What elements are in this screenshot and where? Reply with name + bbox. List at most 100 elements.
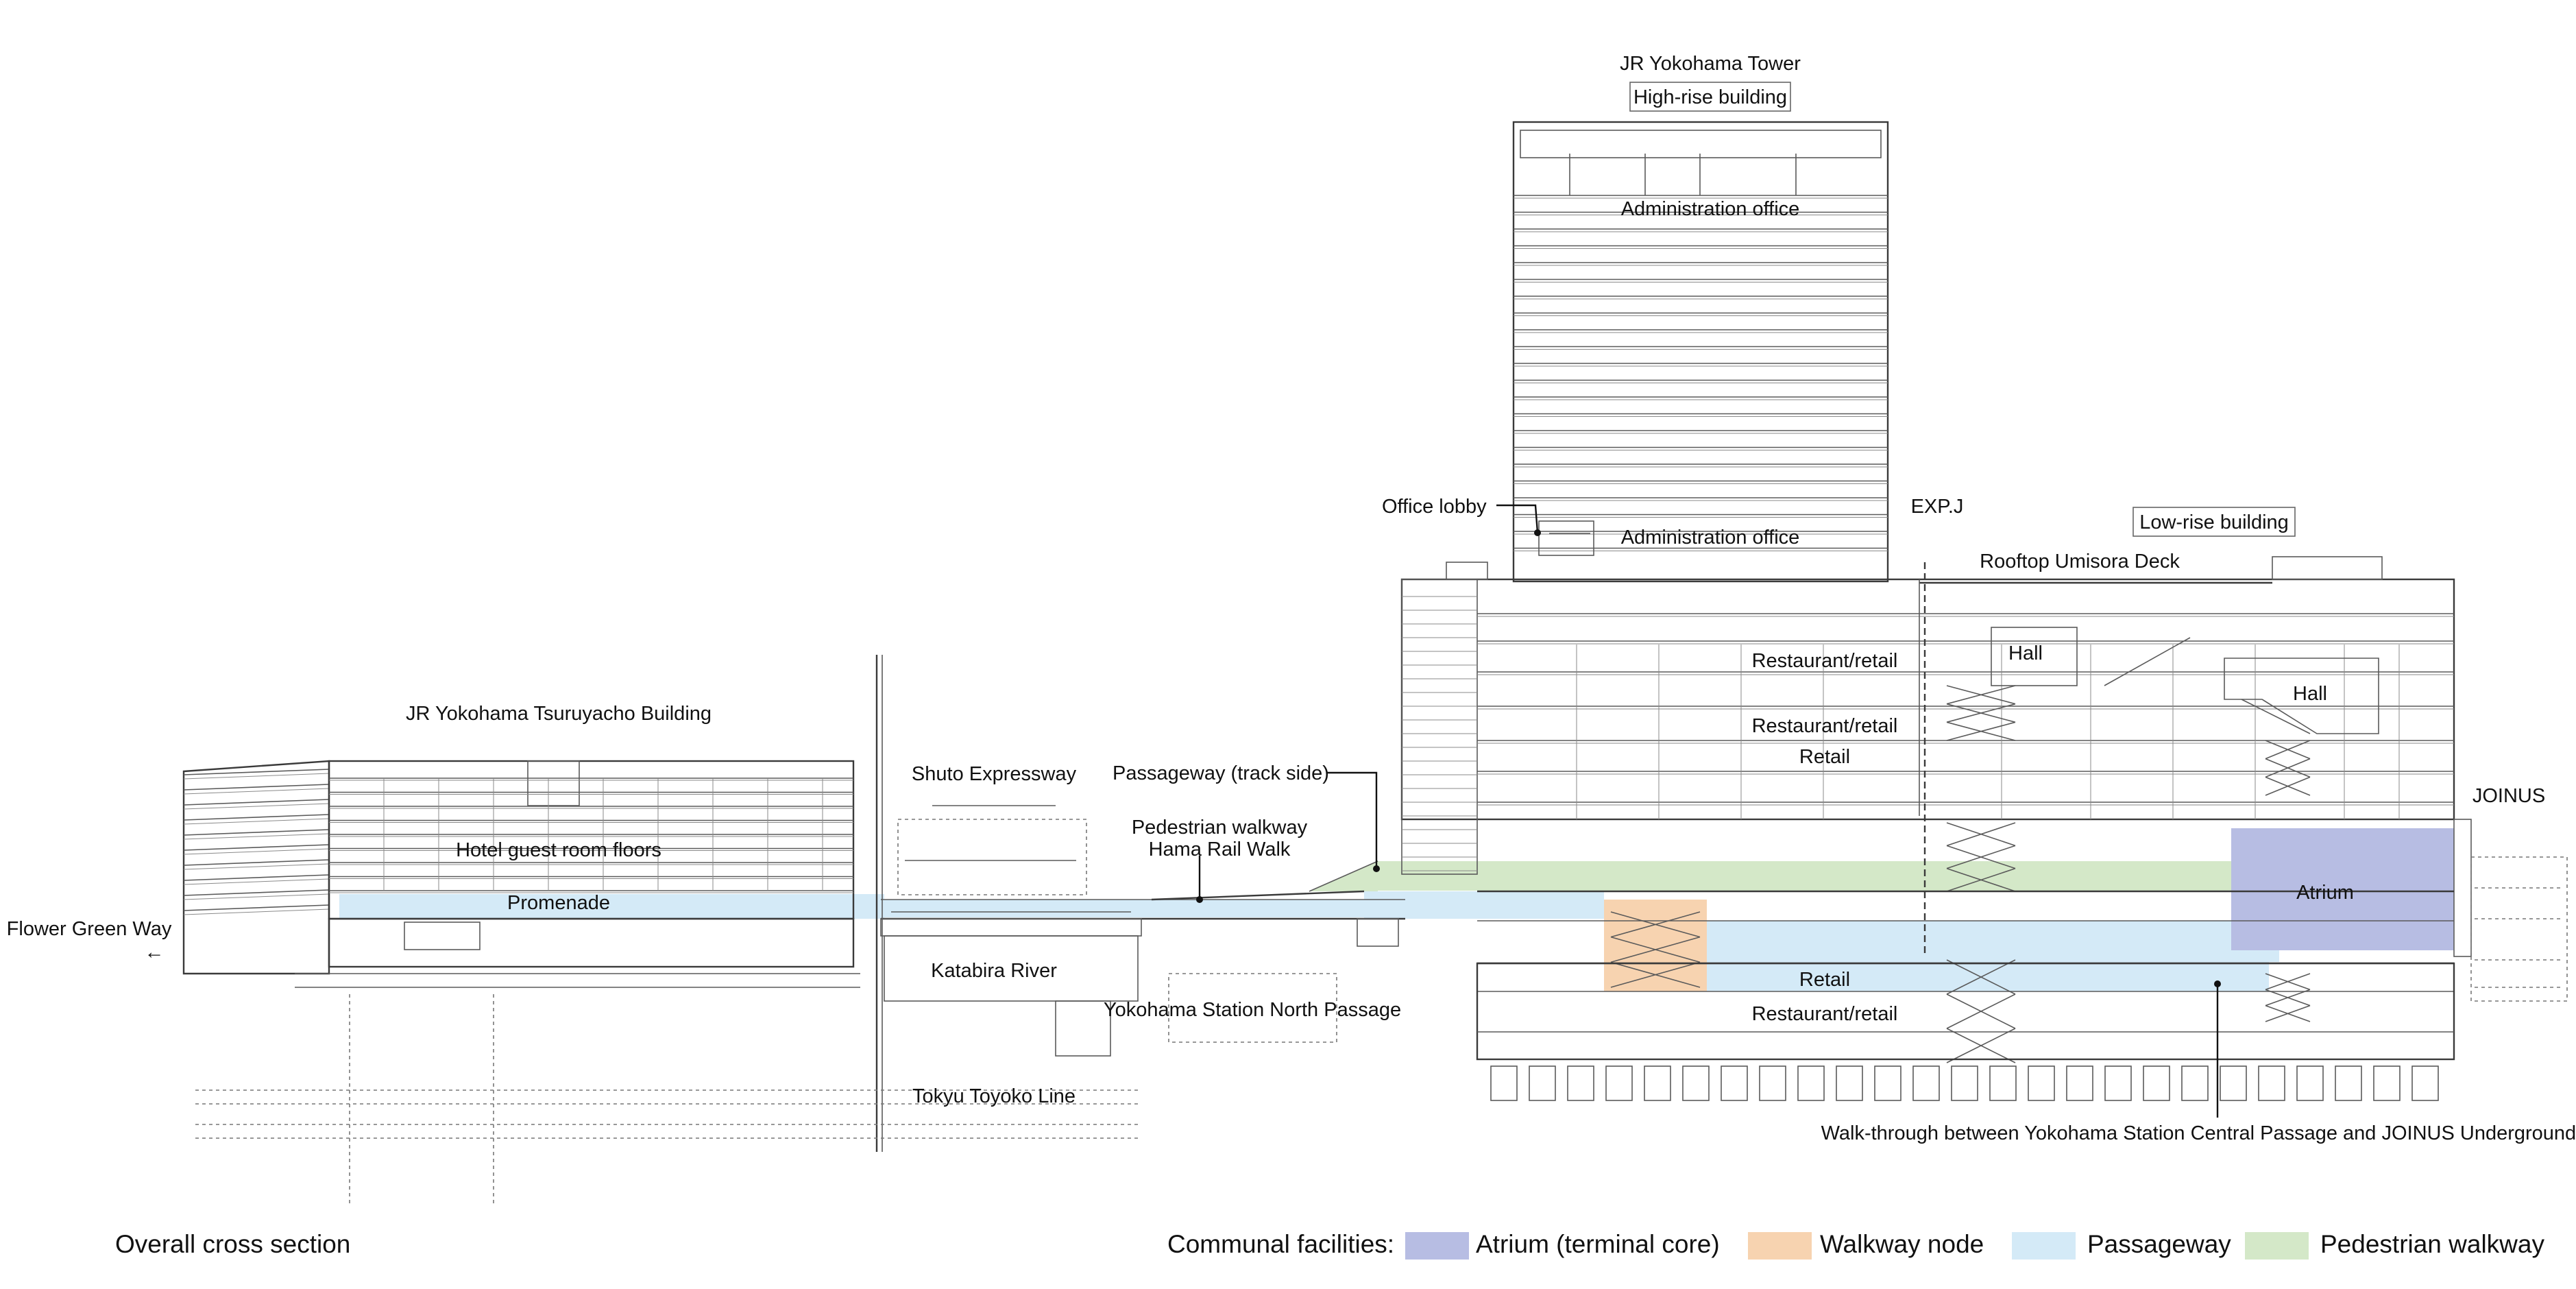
low-rise-building (1400, 556, 2568, 1063)
drawing-line (1946, 703, 2016, 723)
admin-office-bottom-label: Administration office (1621, 527, 1800, 549)
drawing-line (2265, 973, 2311, 991)
drawing-box (2104, 1065, 2132, 1101)
shuto-expressway-label: Shuto Expressway (912, 763, 1077, 785)
drawing-line (1946, 1028, 2016, 1063)
drawing-line (183, 773, 330, 780)
flower-green-way-arrow: ← (145, 941, 165, 963)
restaurant-retail-lower-label: Restaurant/retail (1752, 1003, 1898, 1025)
legend-label-pedestrian-walkway: Pedestrian walkway (2320, 1230, 2544, 1258)
drawing-line (183, 784, 330, 791)
diagram-title: Overall cross section (115, 1230, 350, 1258)
legend-heading: Communal facilities: (1167, 1230, 1394, 1258)
drawing-line (183, 863, 330, 870)
drawing-line (2265, 1004, 2311, 1022)
drawing-line (183, 889, 330, 896)
passageway-track-label: Passageway (track side) (1113, 762, 1329, 784)
drawing-box (1951, 1065, 1978, 1101)
low-rise-tag: Low-rise building (2139, 511, 2289, 533)
drawing-box (2181, 1065, 2209, 1101)
drawing-line (1946, 721, 2016, 741)
drawing-line (183, 904, 330, 911)
katabira-river-label: Katabira River (931, 960, 1057, 982)
drawing-line (183, 908, 330, 915)
drawing-box (1529, 1065, 1556, 1101)
drawing-box (1567, 1065, 1594, 1101)
walkthrough-label: Walk-through between Yokohama Station Ce… (1821, 1122, 2576, 1144)
drawing-line (183, 803, 330, 810)
passageway-zone-retail (1707, 921, 2269, 991)
drawing-line (2265, 758, 2311, 778)
passageway-zone-track (1364, 891, 1604, 919)
drawing-box (1874, 1065, 1901, 1101)
drawing-line (183, 799, 330, 806)
drawing-box (1721, 1065, 1748, 1101)
flower-green-way-label: Flower Green Way (7, 918, 172, 940)
high-rise-building (1512, 121, 1889, 583)
track-side-structures (880, 860, 1405, 947)
drawing-line (183, 893, 330, 900)
communal-zones (339, 828, 2454, 991)
pedestrian-walkway-zone (1378, 861, 2235, 891)
high-rise-tag-box (1629, 82, 1791, 112)
drawing-box (1682, 1065, 1710, 1101)
drawing-box (1759, 1065, 1786, 1101)
drawing-line (183, 833, 330, 840)
low-rise-tag-box (2133, 507, 2296, 537)
drawing-box (2143, 1065, 2170, 1101)
drawing-box (2373, 1065, 2401, 1101)
exp-j-label: EXP.J (1911, 496, 1964, 518)
drawing-box (2296, 1065, 2324, 1101)
legend-label-atrium: Atrium (terminal core) (1476, 1230, 1720, 1258)
drawing-box (1989, 1065, 2017, 1101)
hotel-floors-label: Hotel guest room floors (456, 839, 661, 861)
ped-walkway-line2-label: Hama Rail Walk (1149, 839, 1291, 860)
drawing-line (1946, 685, 2016, 705)
drawing-line (183, 769, 330, 775)
drawing-line (2104, 637, 2191, 686)
drawing-line (183, 829, 330, 836)
drawing-box (1912, 1065, 1940, 1101)
drawing-box (2066, 1065, 2093, 1101)
drawing-line (183, 844, 330, 851)
drawing-box (1797, 1065, 1825, 1101)
restaurant-retail-1-label: Restaurant/retail (1752, 650, 1898, 672)
passageway-zone-bridge (884, 900, 1378, 917)
rooftop-deck-label: Rooftop Umisora Deck (1980, 551, 2180, 573)
promenade-label: Promenade (507, 892, 610, 914)
legend-swatch-passageway (2012, 1232, 2076, 1260)
leader-lines (1196, 504, 2221, 1118)
legend: Communal facilities: Atrium (terminal co… (1167, 1230, 2544, 1260)
basement-levels (1476, 890, 2455, 1101)
legend-swatch-walkway-node (1748, 1232, 1812, 1260)
restaurant-retail-2-label: Restaurant/retail (1752, 715, 1898, 737)
drawing-line (2265, 740, 2311, 760)
drawing-box (2411, 1065, 2439, 1101)
drawing-box (1836, 1065, 1863, 1101)
atrium-label: Atrium (2296, 882, 2354, 904)
drawing-box (2220, 1065, 2247, 1101)
passageway-zone-tsuruyacho (339, 894, 884, 919)
drawing-line (1610, 911, 1701, 938)
walkway-node-zone (1604, 900, 1707, 991)
north-passage-label: Yokohama Station North Passage (1104, 999, 1401, 1021)
drawing-box (1490, 1065, 1518, 1101)
tsuruyacho-building (182, 760, 860, 988)
drawing-line (2265, 776, 2311, 796)
hall-2-label: Hall (2293, 683, 2327, 705)
drawing-box (2335, 1065, 2362, 1101)
drawing-line (2241, 699, 2311, 734)
drawing-line (1946, 822, 2016, 847)
tower-title: JR Yokohama Tower (1620, 53, 1801, 75)
infrastructure (195, 655, 1337, 1207)
joinus-label: JOINUS (2472, 785, 2545, 807)
drawing-box (1644, 1065, 1671, 1101)
drawing-box (1605, 1065, 1633, 1101)
drawing-line (1610, 936, 1701, 963)
drawing-line (183, 818, 330, 825)
drawing-box (2258, 1065, 2285, 1101)
tsuruyacho-title: JR Yokohama Tsuruyacho Building (406, 703, 712, 725)
legend-swatch-atrium (1405, 1232, 1469, 1260)
drawing-line (183, 814, 330, 821)
